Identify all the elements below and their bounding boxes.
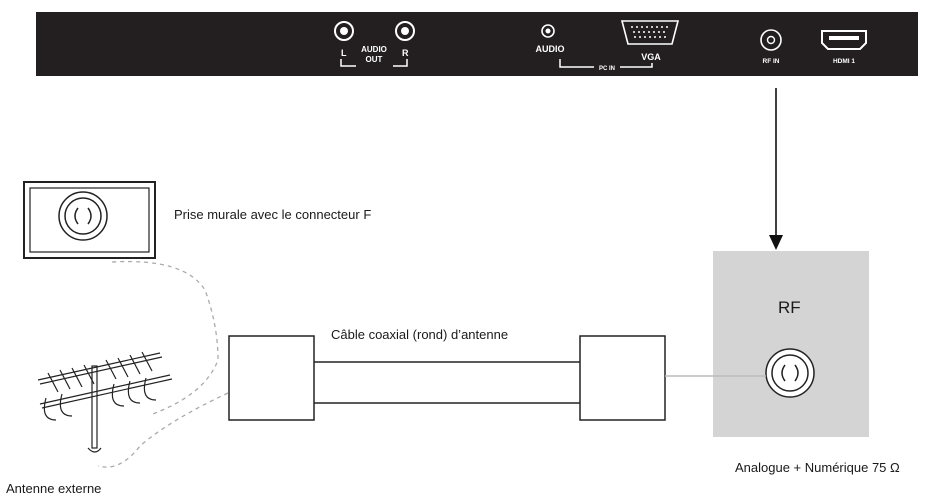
audio-out-left-jack-icon bbox=[334, 21, 354, 41]
rf-connector-box bbox=[713, 251, 869, 437]
pc-audio-label: AUDIO bbox=[536, 44, 565, 54]
audio-out-l-label: L bbox=[341, 48, 347, 58]
pc-audio-jack-icon bbox=[541, 24, 555, 38]
audio-out-r-label: R bbox=[402, 48, 409, 58]
hdmi-label: HDMI 1 bbox=[833, 58, 855, 65]
vga-port-icon bbox=[620, 20, 680, 45]
audio-out-label: AUDIO bbox=[361, 45, 387, 54]
audio-out-right-jack-icon bbox=[395, 21, 415, 41]
antenna-dotted-link bbox=[97, 392, 229, 468]
impedance-label: Analogue + Numérique 75 Ω bbox=[735, 460, 900, 475]
cable-label: Câble coaxial (rond) d’antenne bbox=[331, 327, 509, 342]
antenna-label: Antenne externe bbox=[6, 481, 102, 496]
pc-in-bracket bbox=[559, 59, 653, 68]
rf-f-connector-icon bbox=[765, 348, 815, 398]
coaxial-cable bbox=[228, 335, 766, 421]
wall-socket-label: Prise murale avec le connecteur F bbox=[174, 207, 372, 222]
audio-out-bracket bbox=[340, 59, 408, 67]
rf-in-label: RF IN bbox=[763, 58, 780, 65]
tv-back-panel: L AUDIO OUT R AUDIO VGA PC IN RF IN bbox=[36, 12, 918, 76]
hdmi-port-icon bbox=[821, 30, 867, 50]
rf-in-arrow bbox=[769, 88, 783, 250]
external-antenna-icon bbox=[37, 351, 173, 453]
pc-in-label: PC IN bbox=[599, 66, 615, 72]
rf-box-title: RF bbox=[778, 298, 801, 317]
rf-in-port-icon bbox=[760, 29, 782, 51]
vga-label: VGA bbox=[641, 52, 661, 62]
audio-out-out-label: OUT bbox=[366, 55, 383, 64]
wall-socket-connector-icon bbox=[58, 191, 108, 241]
